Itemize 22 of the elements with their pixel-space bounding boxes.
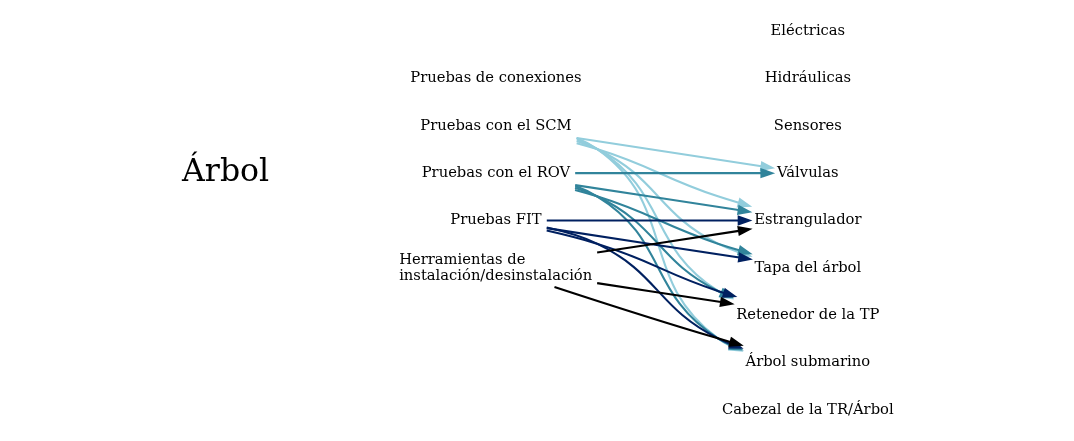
node-text: Sensores [773,115,842,133]
node-text: Pruebas con el SCM [419,115,572,133]
node-text: Válvulas [776,163,839,181]
node-text: Hidráulicas [764,68,851,86]
arrow [576,137,775,172]
node-text: Pruebas FIT [449,210,542,228]
arrow [575,142,752,208]
arrow [574,184,752,216]
node-text: Estrangulador [753,210,861,228]
node-text: Árbol submarino [745,352,870,370]
node-text: Árbol [181,152,269,189]
node-text: Pruebas con el ROV [421,163,570,181]
node-text: Retenedor de la TP [735,305,880,323]
node-text: Herramientas de instalación/desinstalación [398,249,592,283]
node-text: Pruebas de conexiones [409,68,582,86]
arrow [574,189,753,255]
arrow [546,215,752,226]
node-text: Tapa del árbol [754,257,861,275]
node-text: Cabezal de la TR/Árbol [721,399,894,417]
arrow [596,225,753,254]
arrow [574,168,775,179]
node-text: Eléctricas [770,21,845,39]
